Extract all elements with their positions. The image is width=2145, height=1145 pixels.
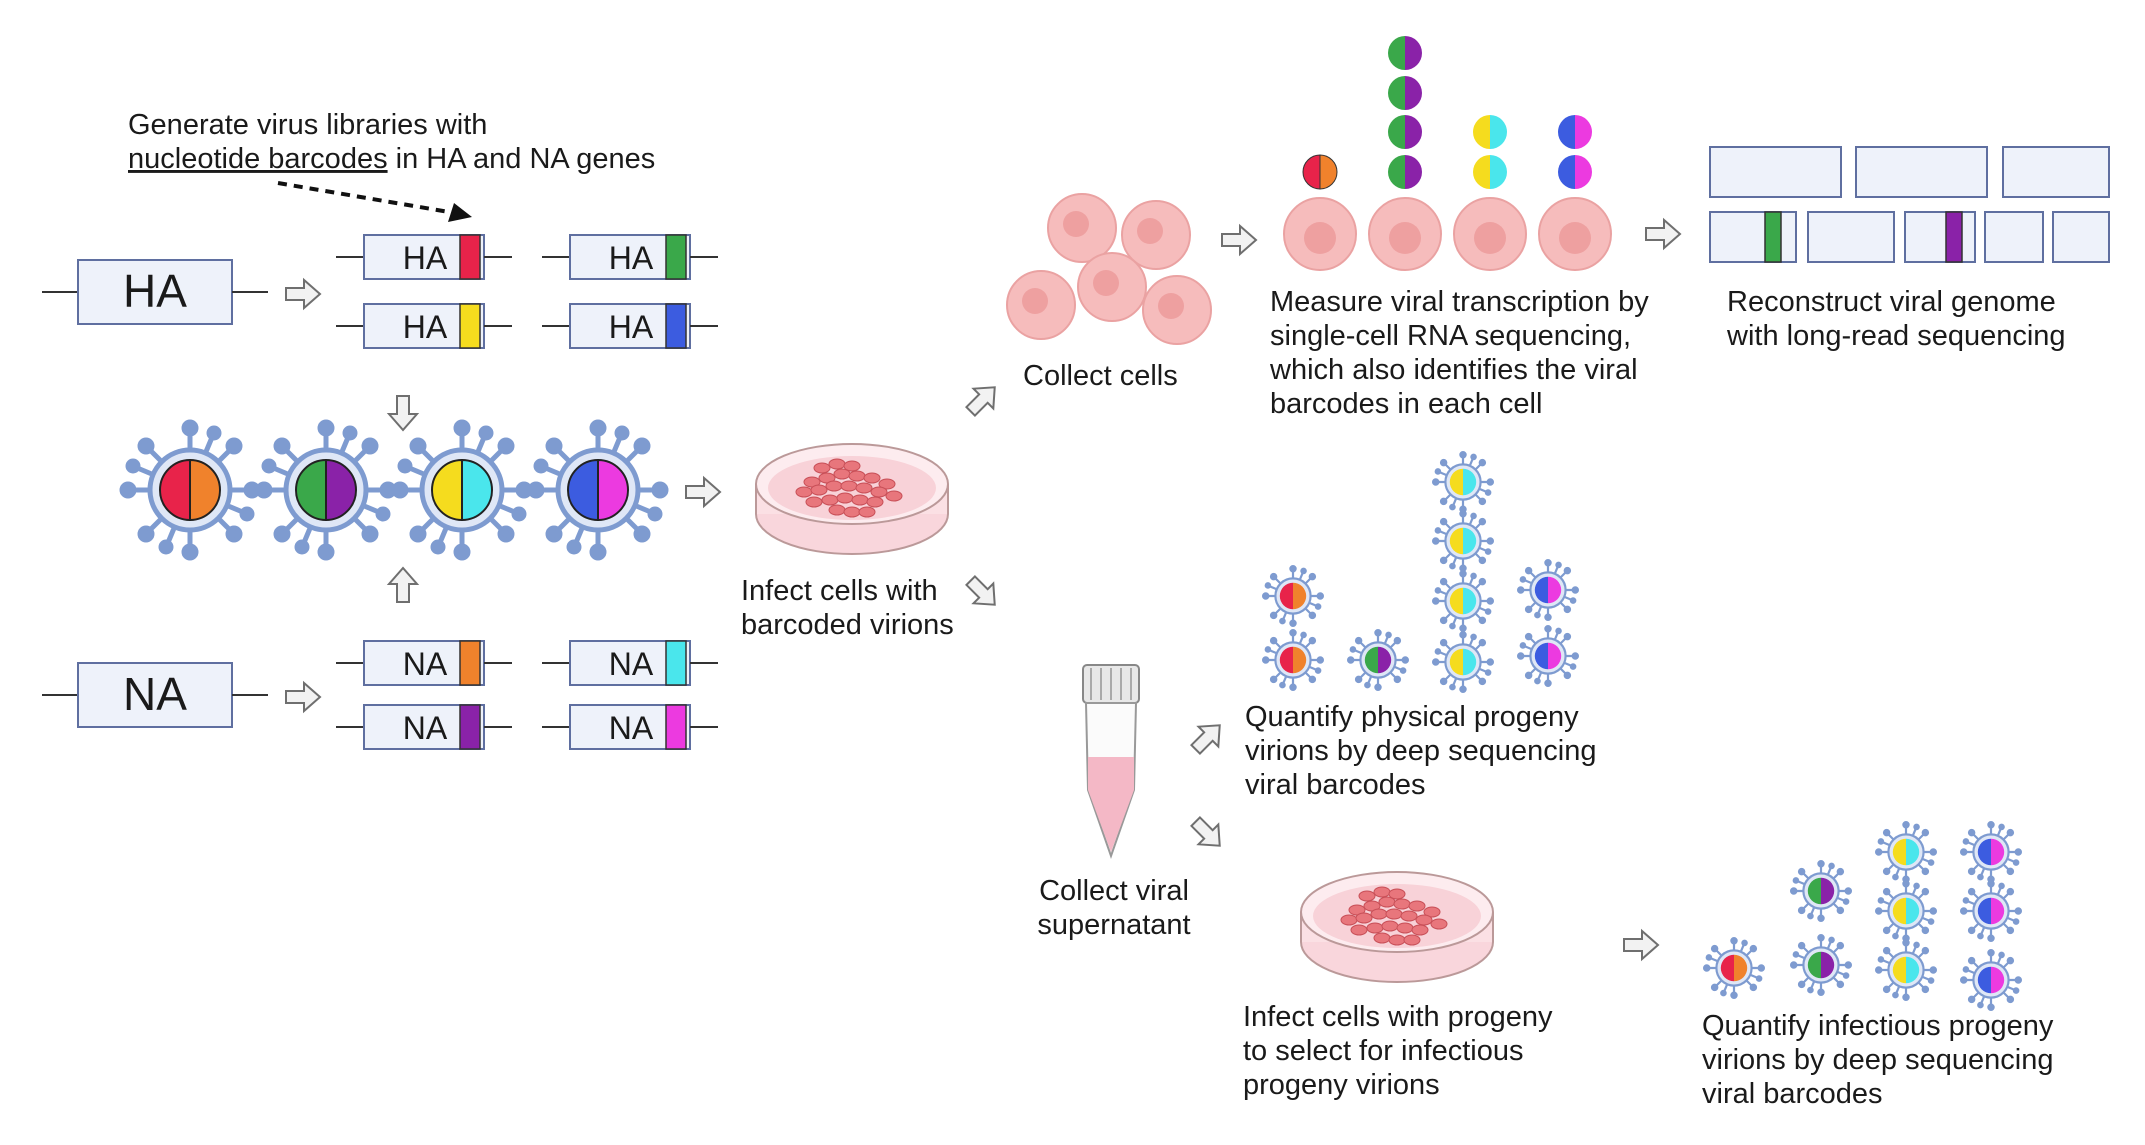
- measure-line-1: Measure viral transcription by: [1270, 286, 1649, 318]
- arrow-icon: [1623, 930, 1659, 960]
- infect-prog-line-3: progeny virions: [1243, 1069, 1440, 1101]
- na-big-label: NA: [123, 668, 187, 720]
- reconstruct-line-1: Reconstruct viral genome: [1727, 286, 2056, 318]
- reconstruct-line-2: with long-read sequencing: [1726, 320, 2066, 352]
- barcode-underlined: nucleotide barcodes: [128, 143, 388, 175]
- tube-icon: [1082, 664, 1140, 860]
- cell-cluster: [1006, 193, 1212, 345]
- na-barcode-genes: NA NA NA NA: [336, 640, 718, 750]
- virion-icon: [530, 422, 666, 558]
- na-gene-label: NA: [403, 646, 448, 682]
- na-gene-label: NA: [609, 710, 654, 746]
- quant-inf-line-1: Quantify infectious progeny: [1702, 1010, 2054, 1042]
- collect-sup-line-2: supernatant: [1037, 909, 1190, 941]
- ha-big-label: HA: [123, 265, 187, 317]
- infect-prog-line-2: to select for infectious: [1243, 1035, 1523, 1067]
- quant-inf-line-3: viral barcodes: [1702, 1078, 1883, 1110]
- quant-phys-line-3: viral barcodes: [1245, 769, 1426, 801]
- arrow-icon: [285, 682, 321, 712]
- virion-icon: [258, 422, 394, 558]
- virion-row: [122, 422, 666, 558]
- infect-prog-line-1: Infect cells with progeny: [1243, 1001, 1553, 1033]
- arrow-icon: [1221, 225, 1257, 255]
- barcode-green: [1764, 211, 1782, 263]
- ha-barcode-genes: HA HA HA HA: [336, 234, 718, 349]
- infect-label-1: Infect cells with: [741, 575, 938, 607]
- arrow-icon: [1184, 810, 1231, 857]
- arrow-icon: [388, 567, 418, 603]
- arrow-icon: [1645, 219, 1681, 249]
- collect-sup-line-1: Collect viral: [1039, 875, 1189, 907]
- ha-gene-label: HA: [609, 240, 654, 276]
- arrow-icon: [959, 569, 1006, 616]
- ha-gene-label: HA: [403, 309, 448, 345]
- quant-phys-line-2: virions by deep sequencing: [1245, 735, 1596, 767]
- infectious-progeny-virions: [1702, 820, 2023, 1012]
- na-gene-label: NA: [609, 646, 654, 682]
- arrow-icon: [959, 376, 1006, 423]
- generate-text-line1: Generate virus libraries with: [128, 109, 487, 141]
- single-cell-group: [1283, 36, 1612, 271]
- virion-icon: [122, 422, 258, 558]
- arrow-icon: [388, 395, 418, 431]
- dashed-arrow: [277, 181, 472, 222]
- ha-gene-label: HA: [403, 240, 448, 276]
- ha-gene-box: HA: [42, 259, 268, 325]
- arrow-icon: [1184, 714, 1231, 761]
- generate-text-line2: nucleotide barcodes in HA and NA genes: [128, 143, 655, 175]
- petri-dish-icon: [1300, 871, 1494, 983]
- na-gene-box: NA: [42, 662, 268, 728]
- genome-segments: [1709, 146, 2110, 263]
- na-gene-label: NA: [403, 710, 448, 746]
- infect-label-2: barcoded virions: [741, 609, 954, 641]
- measure-line-4: barcodes in each cell: [1270, 388, 1542, 420]
- virion-icon: [394, 422, 530, 558]
- quant-inf-line-2: virions by deep sequencing: [1702, 1044, 2053, 1076]
- physical-progeny-virions: [1261, 450, 1580, 694]
- ha-gene-label: HA: [609, 309, 654, 345]
- arrow-icon: [685, 477, 721, 507]
- measure-line-2: single-cell RNA sequencing,: [1270, 320, 1631, 352]
- quant-phys-line-1: Quantify physical progeny: [1245, 701, 1579, 733]
- collect-cells-label: Collect cells: [1023, 360, 1178, 392]
- barcode-purple: [1945, 211, 1963, 263]
- measure-line-3: which also identifies the viral: [1269, 354, 1638, 386]
- arrow-icon: [285, 279, 321, 309]
- generate-text-suffix: in HA and NA genes: [388, 143, 656, 175]
- petri-dish-icon: [755, 443, 949, 555]
